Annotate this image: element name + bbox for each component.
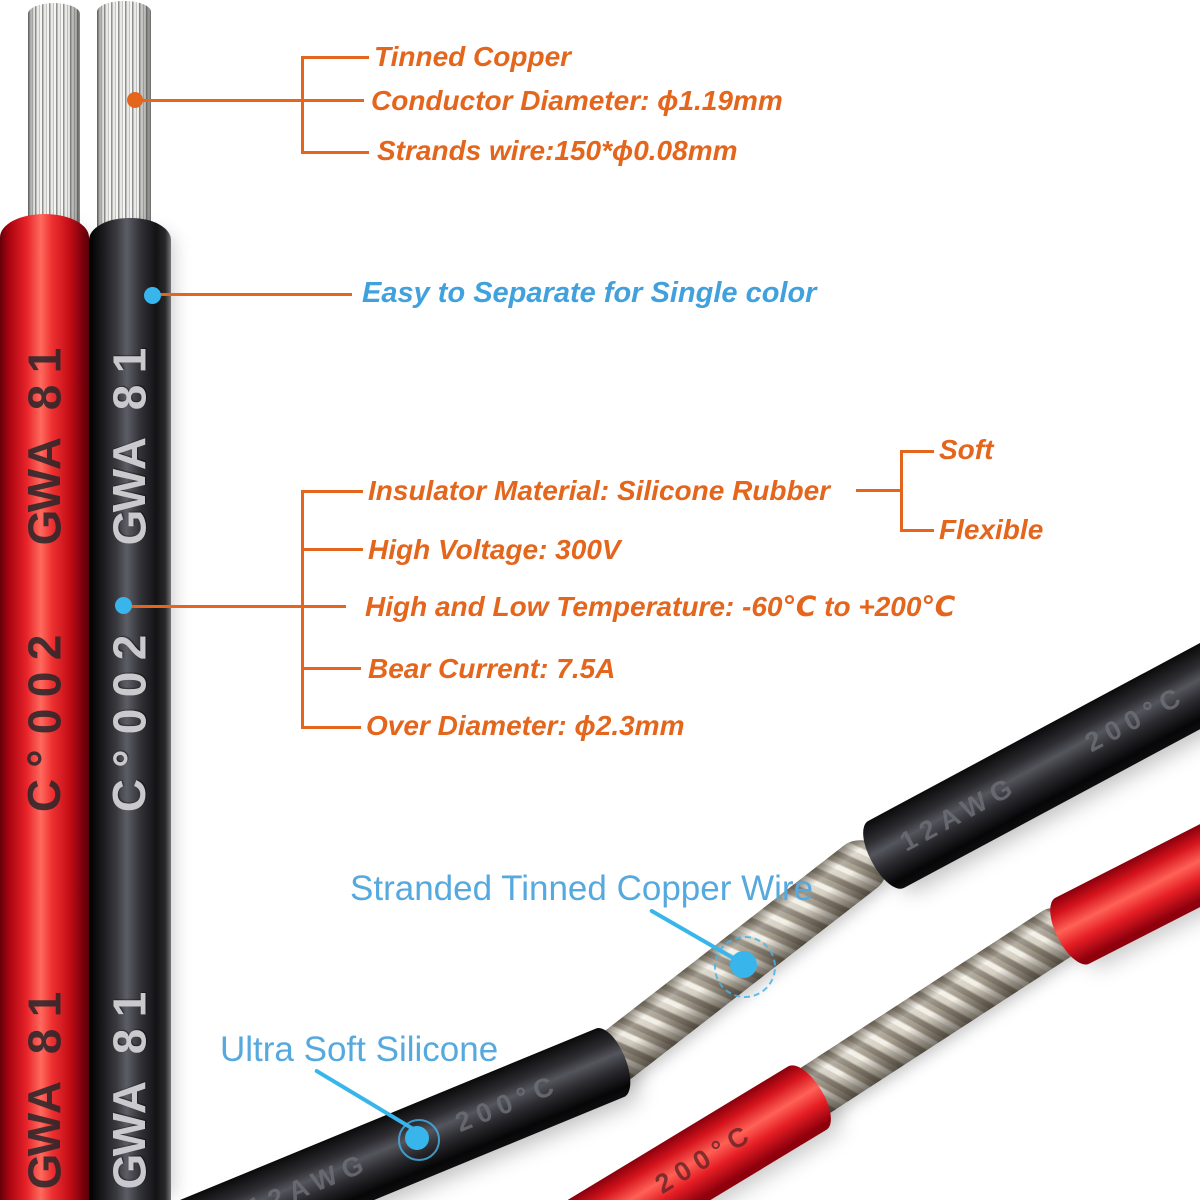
spec-bracket-tick (301, 490, 363, 493)
ultra-soft-callout-dot (405, 1126, 429, 1150)
red-diagonal-wire-upper-jacket (1041, 814, 1200, 971)
label-insulator: Insulator Material: Silicone Rubber (368, 475, 831, 506)
wire-print-gauge: 12AWG (894, 769, 1024, 858)
spec-bracket-tick (301, 548, 363, 551)
label-high-voltage: High Voltage: 300V (368, 534, 621, 565)
label-strands-wire: Strands wire:150*ϕ0.08mm (377, 135, 738, 166)
spec-bracket-tick (301, 667, 361, 670)
separate-leader-line (153, 293, 352, 296)
wire-print-temp: 200°C (649, 1116, 760, 1200)
label-flexible: Flexible (939, 514, 1044, 545)
temperature-leader-line (123, 605, 346, 608)
ultra-soft-leader-line (313, 1068, 415, 1131)
label-easy-separate: Easy to Separate for Single color (362, 277, 817, 309)
soft-bracket-tick (900, 450, 934, 453)
wire-print-gauge: 12AWG (242, 1146, 375, 1200)
wire-print-temp: 200°C (1080, 679, 1192, 758)
label-bear-current: Bear Current: 7.5A (368, 653, 616, 684)
copper-leader-line (135, 99, 364, 102)
stranded-copper-section-red (778, 897, 1093, 1128)
flexible-bracket-tick (900, 529, 934, 532)
separate-callout-dot (144, 287, 161, 304)
label-tinned-copper: Tinned Copper (374, 41, 572, 72)
stranded-callout-ring (714, 936, 776, 998)
top-bracket-line (301, 56, 304, 154)
spec-bracket-tick (301, 726, 361, 729)
spec-bracket-line (301, 490, 304, 729)
soft-flex-bracket-line (900, 450, 903, 532)
wire-print-temp: 200°C (450, 1068, 565, 1138)
rubber-bracket-line (856, 489, 903, 492)
label-temperature: High and Low Temperature: -60℃ to +200℃ (365, 591, 956, 622)
temperature-callout-dot (115, 597, 132, 614)
top-bracket-tick (301, 151, 369, 154)
top-bracket-tick (301, 56, 369, 59)
label-over-diameter: Over Diameter: ϕ2.3mm (366, 710, 685, 741)
label-ultra-soft: Ultra Soft Silicone (220, 1030, 499, 1069)
copper-callout-dot (127, 92, 143, 108)
tinned-copper-strand-black-wire (97, 1, 151, 238)
tinned-copper-strand-red-wire (28, 3, 80, 233)
label-conductor-diameter: Conductor Diameter: ϕ1.19mm (371, 85, 783, 116)
label-stranded-wire: Stranded Tinned Copper Wire (350, 869, 814, 908)
label-soft: Soft (939, 434, 994, 465)
ultra-soft-callout-ring (398, 1119, 440, 1161)
stranded-callout-dot (730, 951, 757, 978)
